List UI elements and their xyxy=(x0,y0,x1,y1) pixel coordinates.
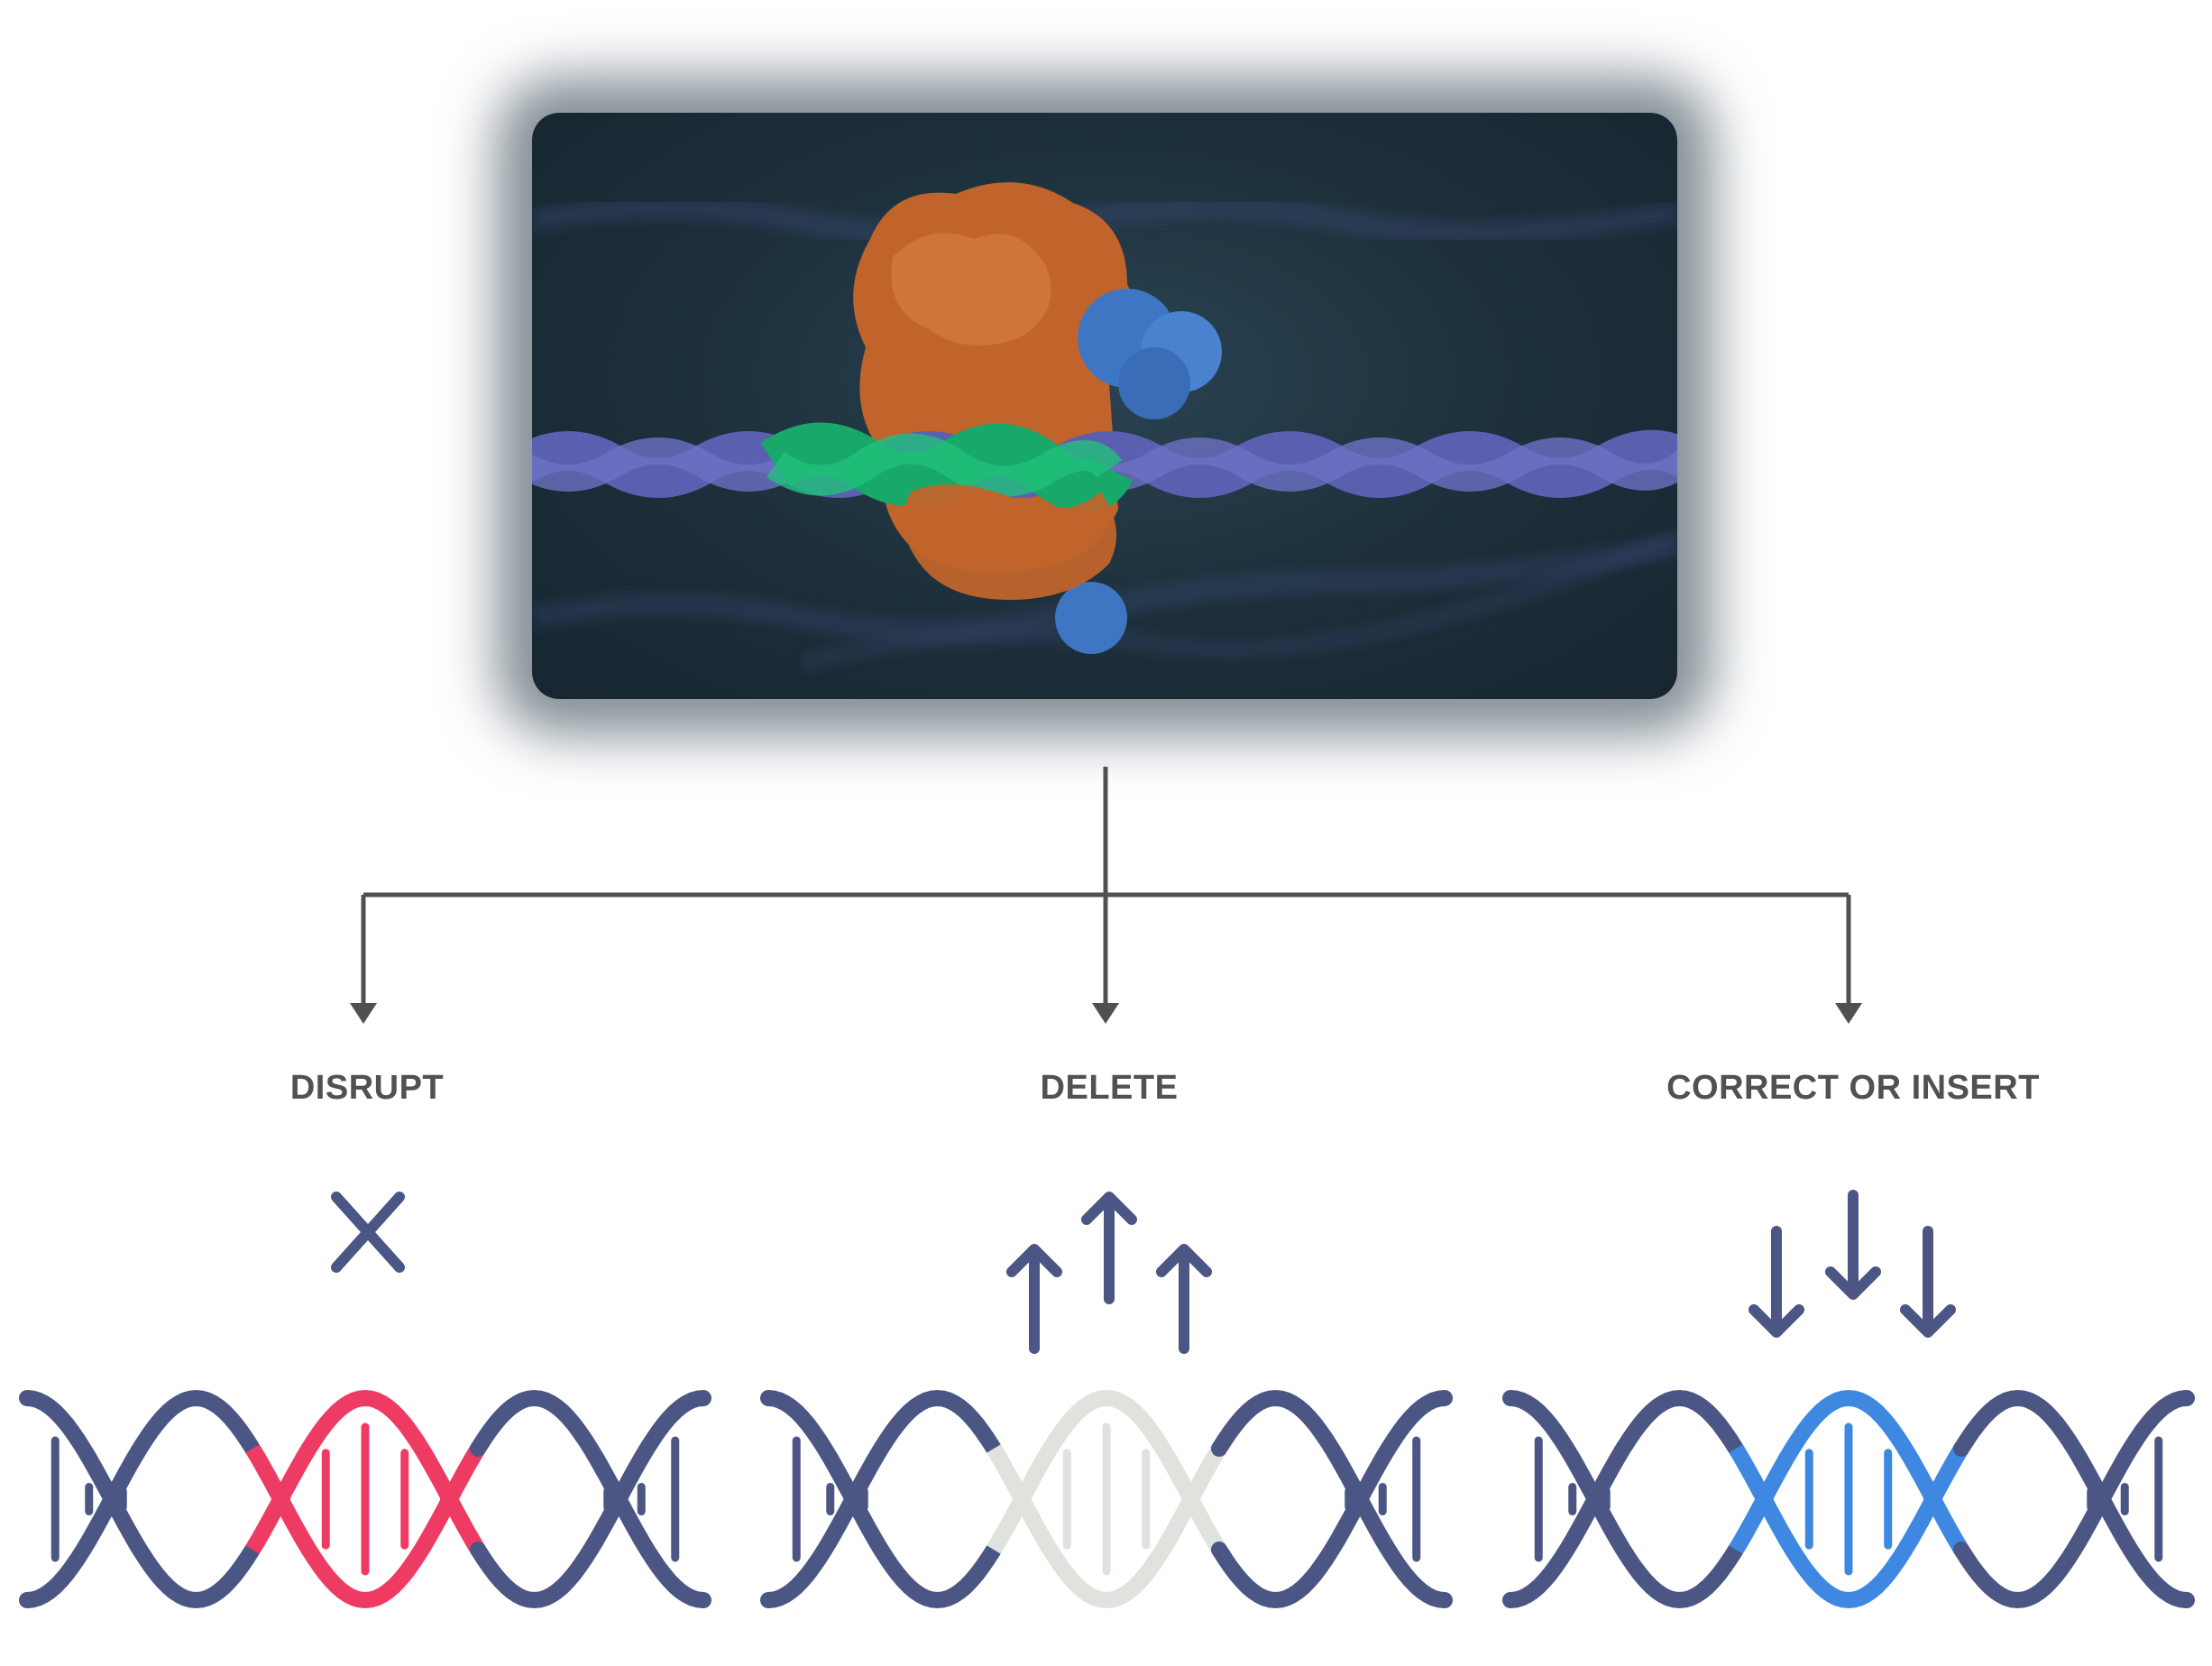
cas9-illustration xyxy=(532,113,1677,699)
branch-connector xyxy=(361,767,1851,1010)
arrowhead-insert xyxy=(1835,1003,1862,1024)
dna-helix-insert xyxy=(1502,1389,2195,1609)
helix-strand xyxy=(19,1389,261,1608)
helix-strand xyxy=(470,1389,711,1608)
helix-edit-segment xyxy=(987,1444,1226,1609)
helix-edit-segment xyxy=(245,1444,485,1609)
helix-strand xyxy=(470,1390,711,1609)
label-disrupt: DISRUPT xyxy=(289,1069,445,1107)
helix-edit-segment xyxy=(987,1389,1226,1554)
helix-strand xyxy=(1211,1389,1453,1608)
cas9-protein-on-dna-illustration xyxy=(532,182,1677,672)
helix-strand xyxy=(1211,1390,1453,1609)
label-insert: CORRECT OR INSERT xyxy=(1666,1069,2040,1107)
helix-strand xyxy=(760,1389,1002,1608)
arrowhead-disrupt xyxy=(350,1003,377,1024)
up-arrows-icon xyxy=(1006,1192,1212,1354)
helix-edit-segment xyxy=(1729,1444,1969,1609)
helix-strand xyxy=(1953,1390,2195,1609)
helix-edit-segment xyxy=(1729,1389,1969,1554)
helix-edit-segment xyxy=(245,1389,485,1554)
dna-helix-disrupt xyxy=(19,1389,711,1609)
helix-strand xyxy=(1502,1390,1744,1609)
helix-strand xyxy=(1502,1389,1744,1608)
down-arrows-icon xyxy=(1748,1190,1956,1338)
dna-helix-delete xyxy=(760,1389,1453,1609)
helix-strand xyxy=(19,1390,261,1609)
helix-strand xyxy=(1953,1389,2195,1608)
arrowhead-delete xyxy=(1092,1003,1119,1024)
x-mark-icon xyxy=(331,1192,405,1273)
label-delete: DELETE xyxy=(1040,1069,1179,1107)
helix-strand xyxy=(760,1390,1002,1609)
